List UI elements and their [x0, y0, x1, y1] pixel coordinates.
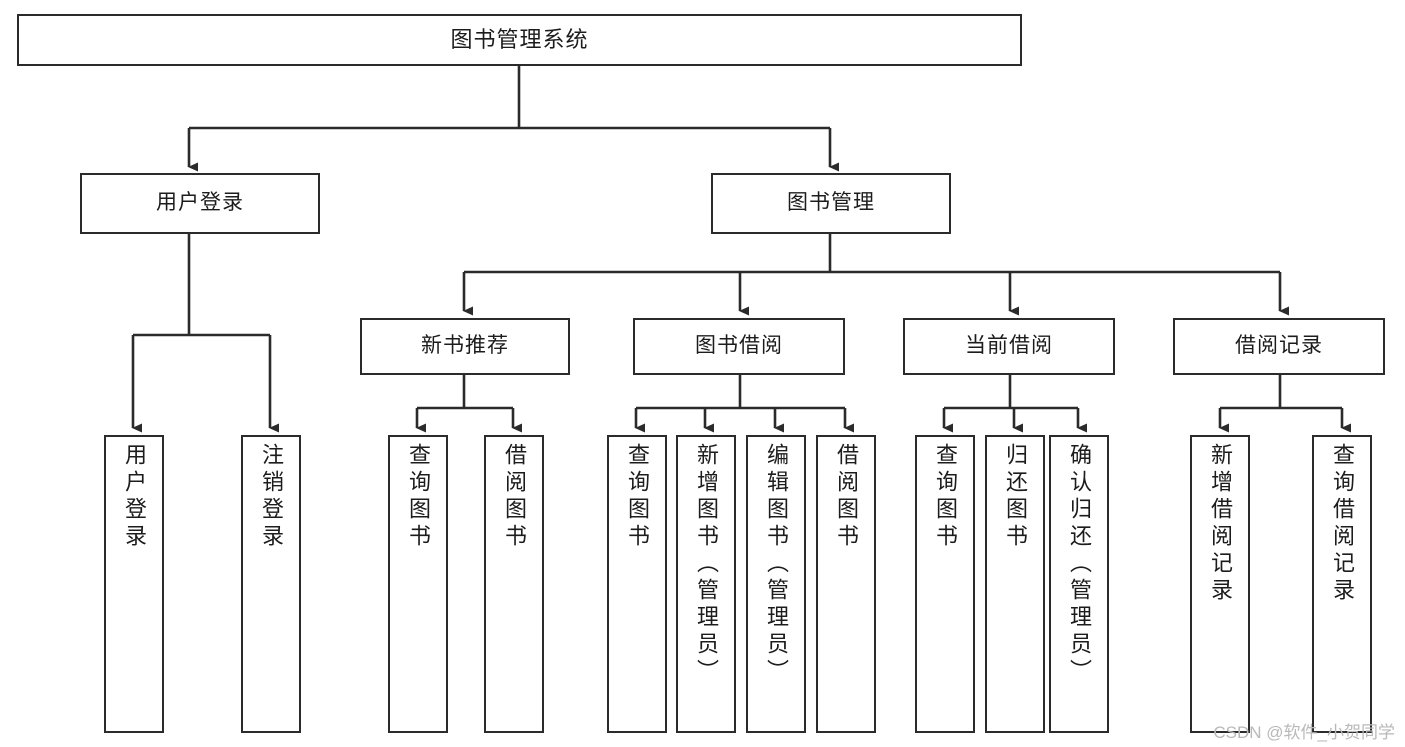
- node-book-management[interactable]: 图书管理: [711, 173, 951, 234]
- node-leaf-return-book-label: 归还图书: [1003, 443, 1028, 551]
- node-leaf-add-record-label: 新增借阅记录: [1208, 443, 1233, 605]
- node-leaf-user-login[interactable]: 用户登录: [104, 435, 164, 733]
- node-leaf-add-book-label: 新增图书（管理员）: [694, 443, 719, 686]
- node-leaf-query-book-3[interactable]: 查询图书: [915, 435, 975, 733]
- node-leaf-confirm-return[interactable]: 确认归还（管理员）: [1049, 435, 1109, 733]
- node-borrow-record[interactable]: 借阅记录: [1173, 318, 1385, 375]
- node-leaf-query-book-2[interactable]: 查询图书: [607, 435, 667, 733]
- node-leaf-query-record-label: 查询借阅记录: [1330, 443, 1355, 605]
- node-leaf-add-book[interactable]: 新增图书（管理员）: [676, 435, 736, 733]
- node-leaf-borrow-book-2-label: 借阅图书: [834, 443, 859, 551]
- node-current-borrow[interactable]: 当前借阅: [903, 318, 1115, 375]
- node-user-login-label: 用户登录: [156, 191, 244, 215]
- node-leaf-user-logout[interactable]: 注销登录: [241, 435, 301, 733]
- node-book-management-label: 图书管理: [787, 191, 875, 215]
- node-leaf-query-book-2-label: 查询图书: [625, 443, 650, 551]
- node-leaf-add-record[interactable]: 新增借阅记录: [1190, 435, 1250, 733]
- node-root-label: 图书管理系统: [450, 27, 589, 53]
- node-leaf-edit-book-label: 编辑图书（管理员）: [764, 443, 789, 686]
- node-leaf-borrow-book-1[interactable]: 借阅图书: [484, 435, 544, 733]
- node-leaf-edit-book[interactable]: 编辑图书（管理员）: [746, 435, 806, 733]
- node-leaf-user-logout-label: 注销登录: [259, 443, 284, 551]
- node-user-login[interactable]: 用户登录: [80, 173, 320, 234]
- node-leaf-return-book[interactable]: 归还图书: [985, 435, 1045, 733]
- node-borrow-record-label: 借阅记录: [1235, 334, 1323, 358]
- node-new-book-recommend-label: 新书推荐: [421, 334, 509, 358]
- node-leaf-borrow-book-1-label: 借阅图书: [502, 443, 527, 551]
- node-leaf-borrow-book-2[interactable]: 借阅图书: [816, 435, 876, 733]
- node-book-borrow[interactable]: 图书借阅: [633, 318, 845, 375]
- node-current-borrow-label: 当前借阅: [965, 334, 1053, 358]
- node-leaf-query-book-3-label: 查询图书: [933, 443, 958, 551]
- node-book-borrow-label: 图书借阅: [695, 334, 783, 358]
- node-leaf-query-book-1-label: 查询图书: [406, 443, 431, 551]
- node-root-book-management-system[interactable]: 图书管理系统: [17, 14, 1022, 66]
- node-leaf-query-record[interactable]: 查询借阅记录: [1312, 435, 1372, 733]
- node-leaf-query-book-1[interactable]: 查询图书: [388, 435, 448, 733]
- node-new-book-recommend[interactable]: 新书推荐: [360, 318, 570, 375]
- node-leaf-confirm-return-label: 确认归还（管理员）: [1067, 443, 1092, 686]
- node-leaf-user-login-label: 用户登录: [122, 443, 147, 551]
- csdn-watermark: CSDN @软件_小贺同学: [1213, 723, 1395, 742]
